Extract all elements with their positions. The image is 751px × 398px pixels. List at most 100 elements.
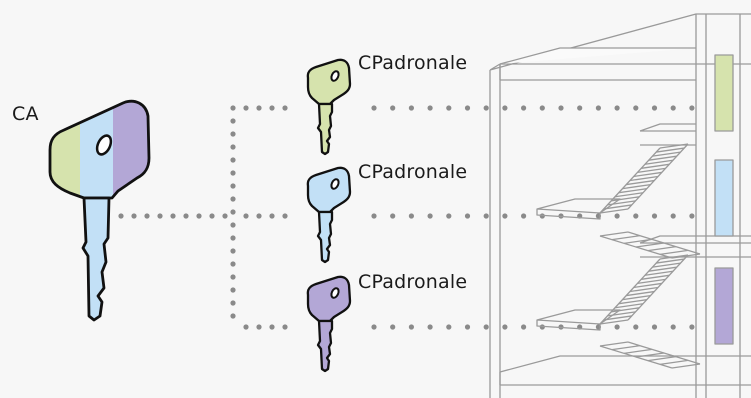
sub-key-head xyxy=(306,275,352,323)
stair-step xyxy=(623,238,653,244)
connector-dot xyxy=(651,105,658,111)
connector-dot xyxy=(230,300,236,306)
connector-dot xyxy=(230,313,236,319)
connector-dot xyxy=(670,213,676,219)
stair-step xyxy=(635,242,665,248)
connector-dot xyxy=(183,213,189,219)
connector-dot xyxy=(427,105,433,111)
connector-dot xyxy=(502,105,508,111)
stair-step xyxy=(623,348,653,354)
connector-dot xyxy=(577,105,583,111)
connector-dot xyxy=(595,105,602,111)
stair-step xyxy=(641,274,670,280)
sub-key-blade xyxy=(316,210,334,264)
master-connector-dots xyxy=(118,213,228,219)
connector-dot xyxy=(408,324,414,330)
stair-step xyxy=(648,155,677,161)
stair-step xyxy=(599,208,629,214)
stair-step xyxy=(633,171,662,178)
door-floor-3 xyxy=(714,267,734,345)
connector-dot xyxy=(230,131,236,137)
sub-key-label-2: CPadronale xyxy=(358,161,468,183)
sub-key-label-1: CPadronale xyxy=(358,52,468,74)
stair-step xyxy=(635,352,665,358)
connector-dot xyxy=(269,324,275,330)
sub-key-label-3: CPadronale xyxy=(358,271,468,293)
stair-step xyxy=(641,163,670,169)
sub-keys xyxy=(306,58,352,373)
sub-key-icon-3 xyxy=(306,275,352,373)
connector-dot xyxy=(539,105,545,111)
stair-step xyxy=(599,231,629,237)
connector-dot xyxy=(427,213,433,219)
stair-step xyxy=(647,246,677,252)
building-right-wall xyxy=(695,14,741,398)
connector-dot xyxy=(282,105,288,111)
connector-dot xyxy=(633,105,639,111)
branch-connector-dots xyxy=(243,105,288,330)
connector-dot xyxy=(464,213,471,219)
connector-dot xyxy=(243,213,249,219)
connector-dot xyxy=(256,324,262,330)
connector-dot xyxy=(614,213,620,219)
stair-step xyxy=(599,341,629,347)
connector-dot xyxy=(230,118,236,124)
connector-dot xyxy=(483,324,489,330)
sub-key-icon-1 xyxy=(306,58,352,156)
stair-step xyxy=(629,175,659,182)
connector-dot xyxy=(558,105,564,111)
connection-lines xyxy=(118,105,695,330)
connector-dot xyxy=(502,324,508,330)
connector-dot xyxy=(230,144,236,150)
connector-dot xyxy=(170,213,176,219)
sub-key-hole xyxy=(330,287,340,299)
floor-slab-1 xyxy=(639,123,696,146)
connector-dot xyxy=(256,105,262,111)
stair-step xyxy=(614,192,644,198)
stair-step xyxy=(622,183,651,190)
stair-step xyxy=(611,196,640,202)
connector-dot xyxy=(390,213,396,219)
floor-slab-top xyxy=(499,47,696,81)
connector-dot xyxy=(390,324,396,330)
master-key-icon xyxy=(48,99,151,322)
connector-dot xyxy=(521,105,527,111)
stair-step xyxy=(637,167,666,174)
connector-dot xyxy=(230,196,236,202)
connector-dot xyxy=(243,105,249,111)
connector-dot xyxy=(371,213,377,219)
floor-slab-3 xyxy=(499,355,751,386)
stair-step xyxy=(629,286,659,293)
door-floor-1 xyxy=(714,54,734,132)
staircases xyxy=(599,143,701,369)
stair-step xyxy=(626,179,655,186)
connector-dot xyxy=(131,213,137,219)
stair-stringer xyxy=(599,341,701,369)
connector-dot xyxy=(689,324,695,330)
connector-dot xyxy=(670,324,676,330)
connector-dot xyxy=(209,213,215,219)
stair-step xyxy=(618,188,647,194)
connector-dot xyxy=(483,105,489,111)
stair-step xyxy=(607,200,636,206)
stair-stringer xyxy=(599,254,689,325)
connector-dot xyxy=(521,324,527,330)
connector-dot xyxy=(408,213,414,219)
connector-dot xyxy=(144,213,150,219)
stair-step xyxy=(611,345,641,351)
connector-dot xyxy=(230,209,236,215)
connector-dot xyxy=(230,157,236,163)
connector-dot xyxy=(502,213,508,219)
connector-dot xyxy=(670,105,676,111)
stair-step xyxy=(644,270,674,276)
stair-stringer xyxy=(599,231,701,259)
connector-dot xyxy=(269,213,275,219)
master-key-segment-3 xyxy=(113,101,149,198)
connector-dot xyxy=(371,105,377,111)
stair-step xyxy=(644,159,674,165)
connector-dot xyxy=(521,213,527,219)
stair-step xyxy=(652,262,681,268)
connector-dot xyxy=(446,213,452,219)
connector-dot xyxy=(230,105,236,111)
connector-dot xyxy=(282,213,288,219)
